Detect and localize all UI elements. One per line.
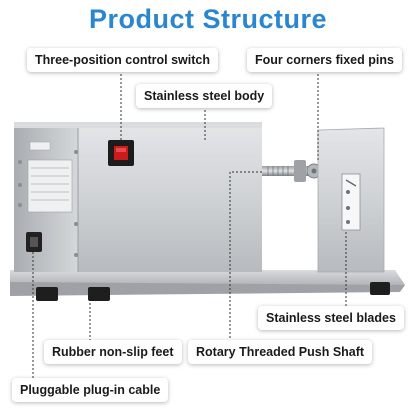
label-shaft: Rotary Threaded Push Shaft: [188, 340, 373, 364]
label-fixed-pins: Four corners fixed pins: [247, 48, 402, 72]
rubber-feet: [36, 282, 390, 301]
rating-label: [27, 141, 73, 213]
threaded-shaft: [262, 160, 322, 182]
label-cable: Pluggable plug-in cable: [12, 378, 169, 402]
label-feet: Rubber non-slip feet: [44, 340, 182, 364]
page-title: Product Structure: [88, 4, 328, 34]
label-blades: Stainless steel blades: [258, 306, 404, 330]
side-screws: [18, 150, 78, 257]
power-switch-icon: [108, 140, 134, 166]
label-control-switch: Three-position control switch: [27, 48, 219, 72]
label-body: Stainless steel body: [136, 84, 273, 108]
blade-plate: [317, 127, 385, 273]
callout-lines: [32, 70, 347, 380]
plug-socket-icon: [26, 232, 42, 252]
